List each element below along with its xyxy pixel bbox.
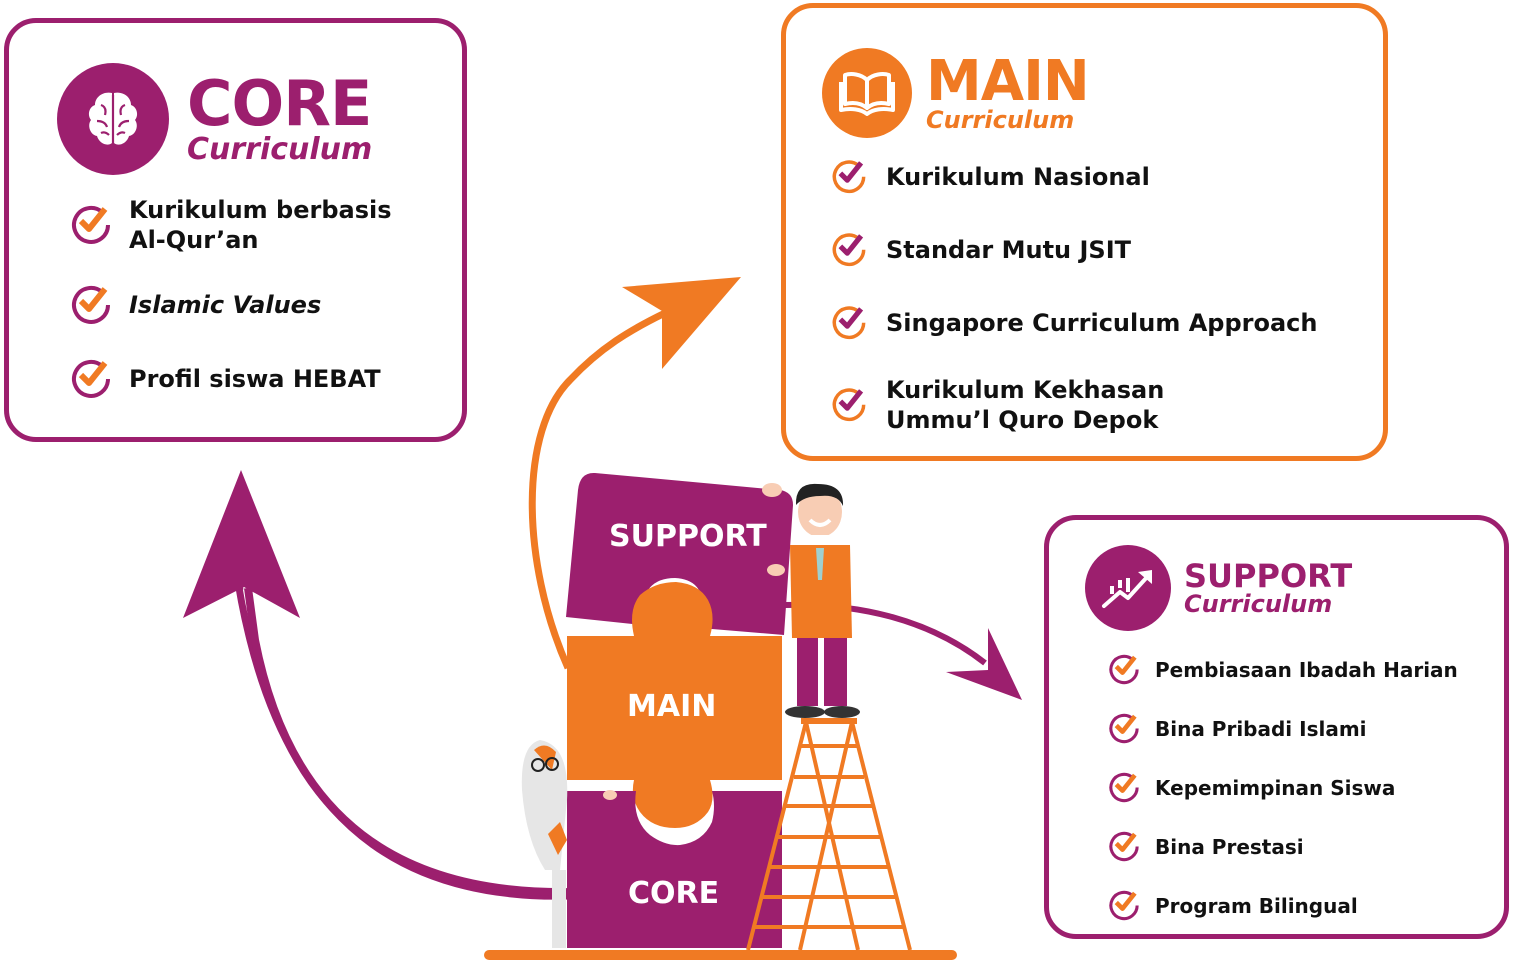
check-circle-icon xyxy=(1107,651,1141,689)
man-character xyxy=(762,483,860,718)
item-text: Kurikulum Nasional xyxy=(886,163,1150,191)
item-text: Islamic Values xyxy=(129,291,322,319)
arrow-to-main xyxy=(528,277,741,670)
list-item: Singapore Curriculum Approach xyxy=(830,302,1317,344)
main-items-list: Kurikulum Nasional Standar Mutu JSIT Sin… xyxy=(830,156,1317,466)
growth-chart-arrow-icon xyxy=(1085,545,1171,631)
list-item: Kurikulum Nasional xyxy=(830,156,1317,198)
list-item: Standar Mutu JSIT xyxy=(830,229,1317,271)
puzzle-label-support: SUPPORT xyxy=(609,519,767,554)
list-item: Islamic Values xyxy=(69,281,392,329)
list-item: Kurikulum berbasis Al-Qur’an xyxy=(69,195,392,255)
check-circle-icon xyxy=(1107,710,1141,748)
ladder xyxy=(746,718,912,951)
item-text: Program Bilingual xyxy=(1155,893,1358,918)
item-text: Bina Pribadi Islami xyxy=(1155,716,1367,741)
check-circle-icon xyxy=(69,201,113,249)
item-text: Pembiasaan Ibadah Harian xyxy=(1155,657,1458,682)
card-header: MAIN Curriculum xyxy=(822,48,1090,138)
card-header: CORE Curriculum xyxy=(57,63,372,175)
item-text: Kurikulum berbasis Al-Qur’an xyxy=(129,196,392,254)
core-curriculum-card: CORE Curriculum Kurikulum berbasis Al-Qu… xyxy=(4,18,467,442)
card-subtitle: Curriculum xyxy=(187,132,373,167)
list-item: Kepemimpinan Siswa xyxy=(1107,769,1458,807)
card-header: SUPPORT Curriculum xyxy=(1085,545,1352,631)
card-subtitle: Curriculum xyxy=(1184,590,1333,618)
support-items-list: Pembiasaan Ibadah Harian Bina Pribadi Is… xyxy=(1107,651,1458,946)
open-book-icon xyxy=(822,48,912,138)
check-circle-icon xyxy=(1107,769,1141,807)
support-curriculum-card: SUPPORT Curriculum Pembiasaan Ibadah Har… xyxy=(1044,515,1509,939)
puzzle-label-core: CORE xyxy=(628,876,720,911)
check-circle-icon xyxy=(69,281,113,329)
list-item: Kurikulum Kekhasan Ummu’l Quro Depok xyxy=(830,375,1317,435)
card-subtitle: Curriculum xyxy=(926,106,1075,134)
girl-character xyxy=(521,740,617,948)
item-text: Standar Mutu JSIT xyxy=(886,236,1132,264)
puzzle-label-main: MAIN xyxy=(627,689,717,724)
item-text: Singapore Curriculum Approach xyxy=(886,309,1318,337)
list-item: Pembiasaan Ibadah Harian xyxy=(1107,651,1458,689)
card-title: SUPPORT xyxy=(1184,557,1353,595)
arrow-to-support xyxy=(784,601,1022,700)
brain-icon xyxy=(57,63,169,175)
list-item: Profil siswa HEBAT xyxy=(69,355,392,403)
item-text: Kepemimpinan Siswa xyxy=(1155,775,1396,800)
card-title: MAIN xyxy=(926,49,1090,114)
check-circle-icon xyxy=(830,156,868,198)
item-text-prefix: Profil siswa xyxy=(129,365,293,393)
list-item: Bina Pribadi Islami xyxy=(1107,710,1458,748)
core-items-list: Kurikulum berbasis Al-Qur’an Islamic Val… xyxy=(69,195,392,429)
item-text-emphasis: HEBAT xyxy=(292,365,381,393)
check-circle-icon xyxy=(69,355,113,403)
check-circle-icon xyxy=(830,229,868,271)
main-curriculum-card: MAIN Curriculum Kurikulum Nasional Stand… xyxy=(781,3,1388,461)
list-item: Bina Prestasi xyxy=(1107,828,1458,866)
check-circle-icon xyxy=(830,384,868,426)
card-title: CORE xyxy=(187,67,372,140)
check-circle-icon xyxy=(1107,887,1141,925)
item-text: Kurikulum Kekhasan Ummu’l Quro Depok xyxy=(886,376,1165,434)
item-text: Bina Prestasi xyxy=(1155,834,1304,859)
ground-line xyxy=(484,950,957,960)
list-item: Program Bilingual xyxy=(1107,887,1458,925)
arrow-to-core xyxy=(183,470,573,900)
check-circle-icon xyxy=(1107,828,1141,866)
item-text: Profil siswa HEBAT xyxy=(129,364,381,394)
check-circle-icon xyxy=(830,302,868,344)
puzzle-piece-core xyxy=(567,791,782,948)
